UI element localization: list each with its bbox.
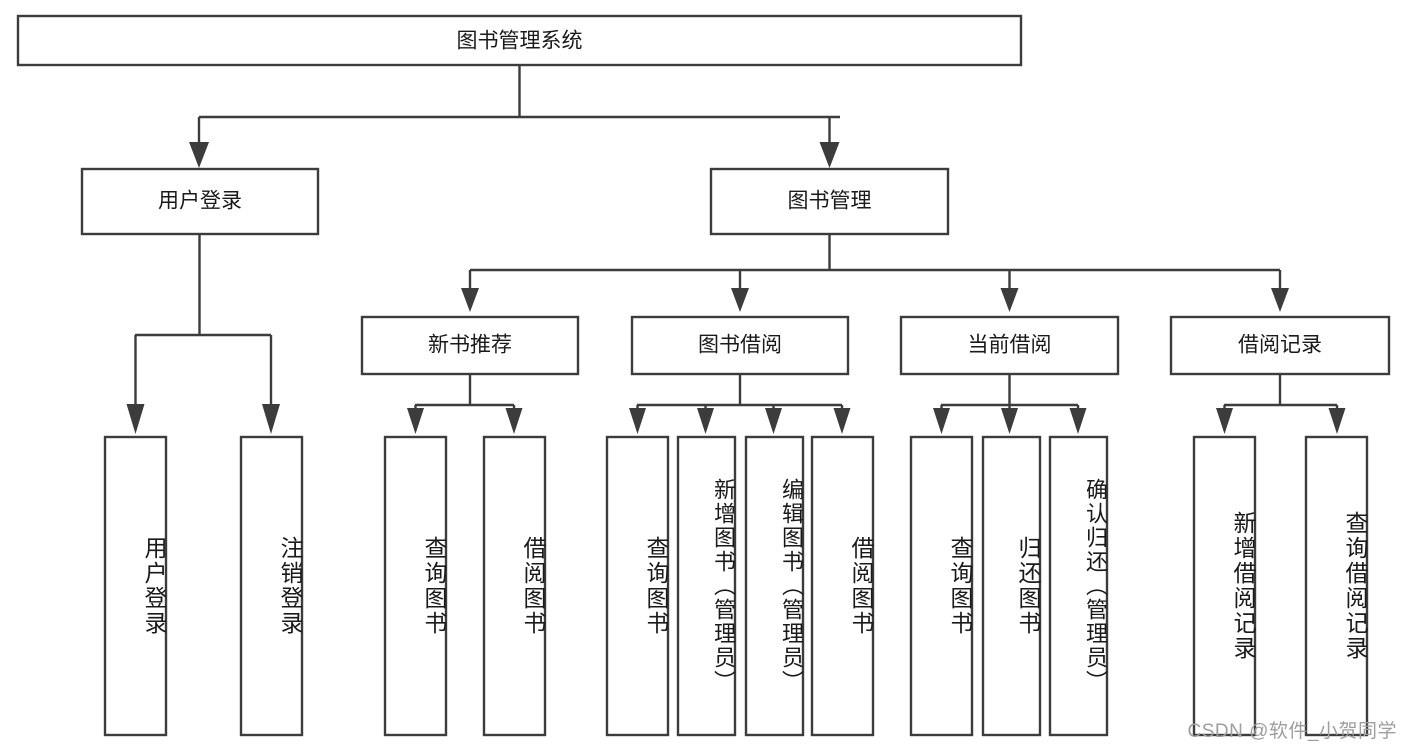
edge-group-bookmgmt: [461, 234, 1289, 312]
leaf-box-book-borrow-1[interactable]: [605, 435, 670, 737]
arrow-record-leaf2: [1328, 408, 1346, 434]
leaf-box-borrow-record-2[interactable]: [1304, 435, 1369, 737]
node-borrow-record-label: 借阅记录: [1238, 334, 1322, 357]
leaf-box-user-login-2[interactable]: [239, 435, 304, 737]
node-user-login[interactable]: 用户登录: [80, 167, 320, 236]
arrow-record-leaf1: [1216, 408, 1233, 434]
node-root-label: 图书管理系统: [457, 30, 583, 53]
arrow-borrow-leaf4: [833, 408, 851, 434]
arrow-current-leaf1: [933, 408, 950, 434]
leaf-box-book-borrow-3[interactable]: [744, 435, 805, 737]
node-root-rect: [16, 14, 1023, 67]
edge-group-root: [189, 66, 840, 168]
arrow-bookmgmt-to-newbook: [461, 288, 479, 312]
edge-group-userlogin-children: [126, 234, 280, 434]
arrow-bookmgmt-to-current: [1000, 288, 1019, 312]
node-borrow-record[interactable]: 借阅记录: [1169, 315, 1391, 376]
arrow-borrow-leaf2: [697, 408, 714, 434]
leaf-box-current-borrow-2[interactable]: [981, 435, 1042, 737]
arrow-bookmgmt-to-record: [1271, 288, 1289, 312]
node-book-management-rect: [709, 167, 950, 236]
leaf-box-new-book-1[interactable]: [383, 435, 448, 737]
arrow-current-leaf2: [1001, 408, 1018, 434]
node-book-borrow-rect: [630, 315, 850, 376]
arrow-userlogin-leaf1: [126, 404, 145, 434]
node-new-book-recommend-label: 新书推荐: [428, 334, 512, 357]
arrow-borrow-leaf3: [765, 408, 782, 434]
node-current-borrow-label: 当前借阅: [968, 334, 1052, 357]
leaf-box-book-borrow-4[interactable]: [810, 435, 875, 737]
node-user-login-rect: [80, 167, 320, 236]
node-book-management-label: 图书管理: [788, 190, 872, 213]
node-new-book-recommend-rect: [360, 315, 580, 376]
node-book-borrow-label: 图书借阅: [698, 334, 782, 357]
node-new-book-recommend[interactable]: 新书推荐: [360, 315, 580, 376]
node-user-login-label: 用户登录: [158, 190, 242, 213]
arrow-newbook-leaf2: [505, 408, 523, 434]
node-book-management[interactable]: 图书管理: [709, 167, 950, 236]
leaf-box-borrow-record-1[interactable]: [1192, 435, 1257, 737]
node-current-borrow-rect: [899, 315, 1120, 376]
arrow-current-leaf3: [1069, 408, 1087, 434]
node-root-book-management-system[interactable]: 图书管理系统: [16, 14, 1023, 67]
arrow-newbook-leaf1: [407, 408, 424, 434]
edge-group-newbook-children: [407, 374, 523, 434]
edge-group-current-children: [933, 374, 1087, 434]
leaf-box-new-book-2[interactable]: [482, 435, 547, 737]
node-current-borrow[interactable]: 当前借阅: [899, 315, 1120, 376]
arrow-root-to-userlogin: [189, 142, 209, 168]
leaf-box-current-borrow-3[interactable]: [1048, 435, 1109, 737]
arrow-bookmgmt-to-borrow: [731, 288, 749, 312]
node-book-borrow[interactable]: 图书借阅: [630, 315, 850, 376]
edge-group-record-children: [1216, 374, 1346, 434]
csdn-watermark: CSDN @软件_小贺同学: [1187, 721, 1397, 742]
arrow-root-to-bookmgmt: [819, 142, 840, 168]
edge-group-borrow-children: [629, 374, 851, 434]
arrow-userlogin-leaf2: [262, 404, 280, 434]
arrow-borrow-leaf1: [629, 408, 646, 434]
node-borrow-record-rect: [1169, 315, 1391, 376]
leaf-box-current-borrow-1[interactable]: [909, 435, 974, 737]
leaf-box-user-login-1[interactable]: [103, 435, 168, 737]
leaf-box-book-borrow-2[interactable]: [676, 435, 737, 737]
